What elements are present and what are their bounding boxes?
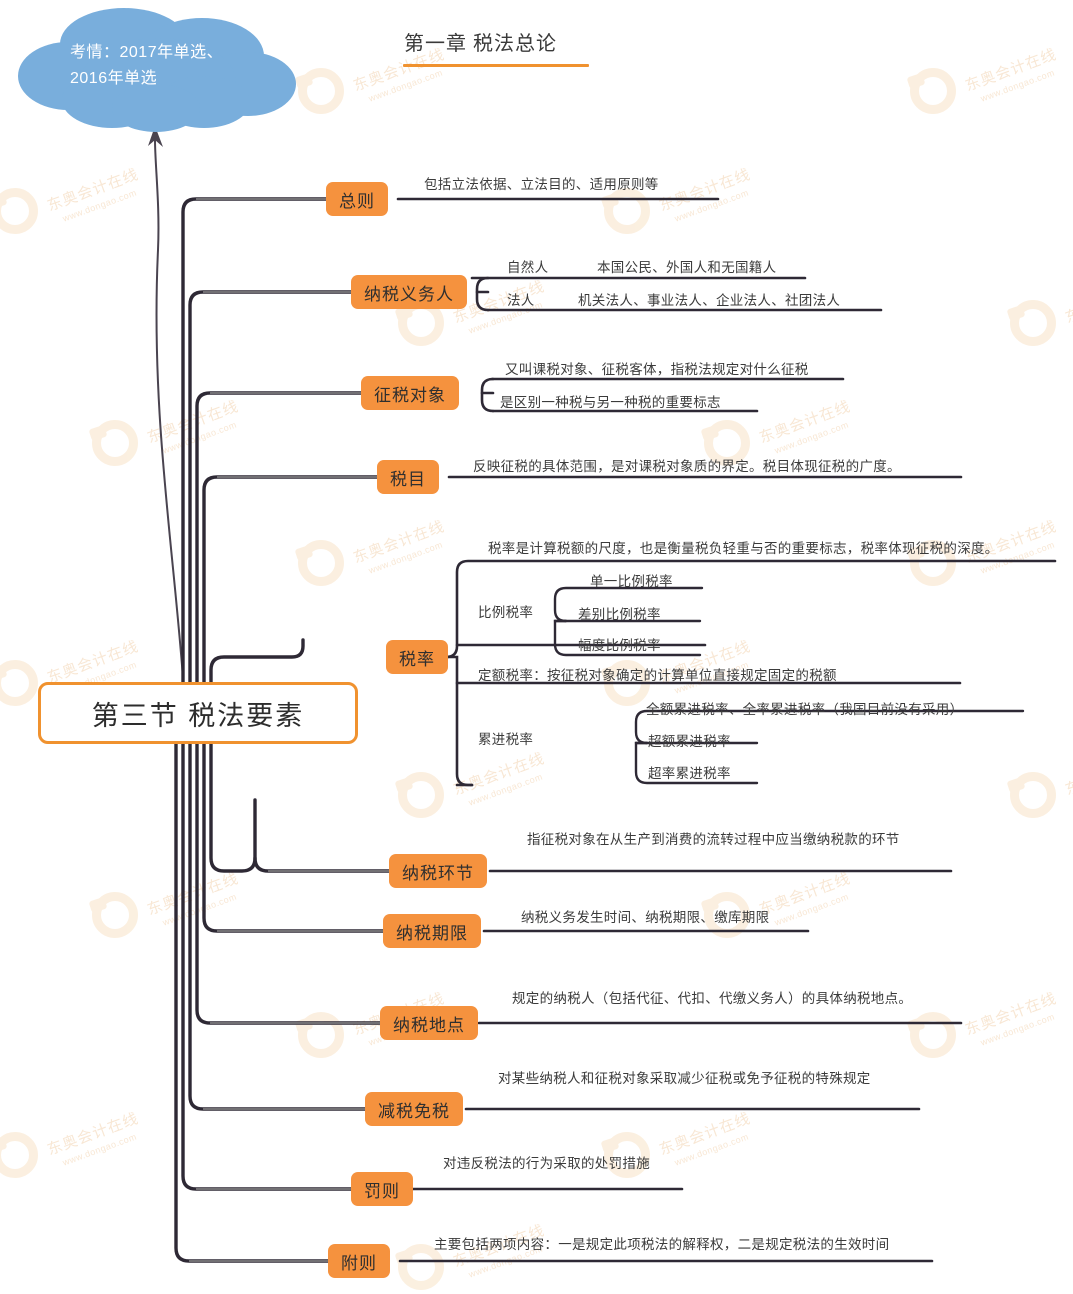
page-title: 第一章 税法总论 (404, 33, 557, 55)
branch-chip-fuze[interactable]: 附则 (328, 1244, 390, 1278)
cloud-shape (18, 8, 296, 132)
sub-val-faren: 机关法人、事业法人、企业法人、社团法人 (578, 293, 841, 308)
root-node[interactable]: 第三节 税法要素 (38, 682, 358, 744)
desc-faze: 对违反税法的行为采取的处罚措施 (443, 1156, 650, 1171)
desc-nashuididian: 规定的纳税人（包括代征、代扣、代缴义务人）的具体纳税地点。 (512, 991, 913, 1006)
shuilv-item-dinge: 定额税率：按征税对象确定的计算单位直接规定固定的税额 (478, 668, 837, 683)
shuilv-key-leijinshuilv: 累进税率 (478, 732, 534, 747)
title-underline (403, 64, 589, 67)
cloud-line-1: 考情：2017年单选、 (70, 44, 224, 61)
branch-chip-nashuiyiwuren[interactable]: 纳税义务人 (351, 275, 467, 309)
branch-chip-nashuiqixian[interactable]: 纳税期限 (383, 914, 481, 948)
desc-jianshuimianshui: 对某些纳税人和征税对象采取减少征税或免予征税的特殊规定 (498, 1071, 871, 1086)
cloud-arrow-line (154, 139, 186, 707)
shuilv-item-chaoe: 超额累进税率 (648, 734, 731, 749)
sub-key-ziranren: 自然人 (507, 260, 549, 275)
desc-fuze: 主要包括两项内容：一是规定此项税法的解释权，二是规定税法的生效时间 (434, 1237, 890, 1252)
desc-shuilv: 税率是计算税额的尺度，也是衡量税负轻重与否的重要标志，税率体现征税的深度。 (488, 541, 999, 556)
cloud-text: 考情：2017年单选、 2016年单选 (70, 40, 280, 92)
sub-val-ziranren: 本国公民、外国人和无国籍人 (597, 260, 777, 275)
branch-chip-nashuididian[interactable]: 纳税地点 (380, 1006, 478, 1040)
desc-zhengshui-1: 又叫课税对象、征税客体，指税法规定对什么征税 (505, 362, 809, 377)
shuilv-item-fudu: 幅度比例税率 (578, 638, 661, 653)
branch-chip-shuilv[interactable]: 税率 (386, 640, 448, 674)
desc-nashuiqixian: 纳税义务发生时间、纳税期限、缴库期限 (521, 910, 770, 925)
sub-key-faren: 法人 (507, 293, 535, 308)
exam-info-cloud: 考情：2017年单选、 2016年单选 (16, 4, 302, 144)
cloud-line-2: 2016年单选 (70, 70, 158, 87)
branch-chip-shuimu[interactable]: 税目 (377, 460, 439, 494)
desc-zhengshui-2: 是区别一种税与另一种税的重要标志 (500, 395, 721, 410)
shuilv-item-danyi: 单一比例税率 (590, 574, 673, 589)
branch-chip-jianshuimianshui[interactable]: 减税免税 (365, 1092, 463, 1126)
branch-chip-nashuihuanjie[interactable]: 纳税环节 (389, 854, 487, 888)
branch-chip-zhengshuiduixiang[interactable]: 征税对象 (361, 376, 459, 410)
desc-zongze: 包括立法依据、立法目的、适用原则等 (424, 177, 659, 192)
desc-shuimu: 反映征税的具体范围，是对课税对象质的界定。税目体现征税的广度。 (473, 459, 901, 474)
branch-chip-zongze[interactable]: 总则 (326, 182, 388, 216)
shuilv-item-quane: 全额累进税率、全率累进税率（我国目前没有采用） (646, 702, 964, 717)
branch-chip-faze[interactable]: 罚则 (351, 1172, 413, 1206)
shuilv-item-chaolv: 超率累进税率 (648, 766, 731, 781)
cloud-arrow-head (148, 126, 163, 147)
desc-nashuihuanjie: 指征税对象在从生产到消费的流转过程中应当缴纳税款的环节 (527, 832, 900, 847)
shuilv-key-bilishuilv: 比例税率 (478, 605, 534, 620)
shuilv-item-chabie: 差别比例税率 (578, 607, 661, 622)
